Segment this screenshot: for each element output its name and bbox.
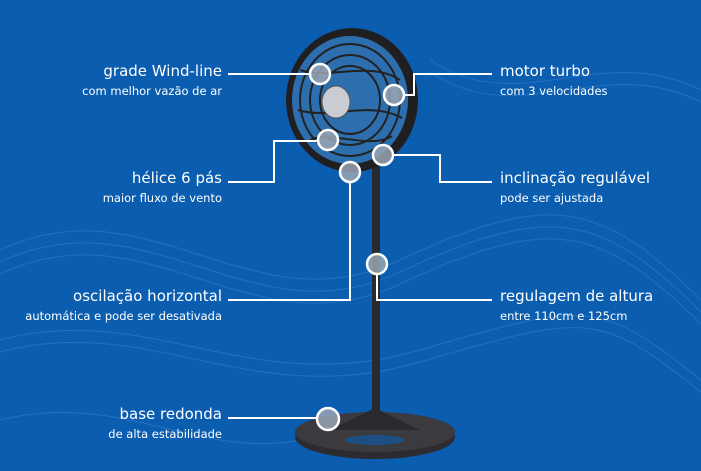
marker-oscilacao [338,160,362,184]
callout-lines [228,73,492,419]
callout-subtitle: entre 110cm e 125cm [500,309,628,323]
callout-regulagem: regulagem de altura entre 110cm e 125cm [500,287,653,324]
callout-title: inclinação regulável [500,169,651,187]
callout-title: hélice 6 pás [131,169,222,187]
callout-subtitle: automática e pode ser desativada [25,309,222,323]
callout-subtitle: maior fluxo de vento [102,191,222,205]
marker-motor [382,83,406,107]
callout-subtitle: pode ser ajustada [500,191,604,205]
callout-title: regulagem de altura [500,287,654,305]
fan-hub [321,85,351,119]
callout-oscilacao: oscilação horizontal automática e pode s… [25,287,222,324]
callout-title: motor turbo [500,62,591,80]
marker-regulagem [365,252,389,276]
callout-title: grade Wind-line [103,62,222,80]
callout-title: base redonda [119,405,222,423]
callout-motor: motor turbo com 3 velocidades [500,62,608,99]
callout-base: base redonda de alta estabilidade [108,405,222,442]
callout-title: oscilação horizontal [73,287,222,305]
callout-inclinacao: inclinação regulável pode ser ajustada [500,169,650,206]
marker-grade [308,62,332,86]
marker-inclinacao [371,143,395,167]
callout-helice: hélice 6 pás maior fluxo de vento [103,169,222,206]
wave-lines [0,59,701,445]
callout-grade: grade Wind-line com melhor vazão de ar [82,62,222,99]
marker-base [315,406,341,432]
callout-subtitle: com 3 velocidades [500,84,608,98]
marker-helice [316,128,340,152]
callout-subtitle: com melhor vazão de ar [82,84,222,98]
callout-subtitle: de alta estabilidade [108,427,222,441]
